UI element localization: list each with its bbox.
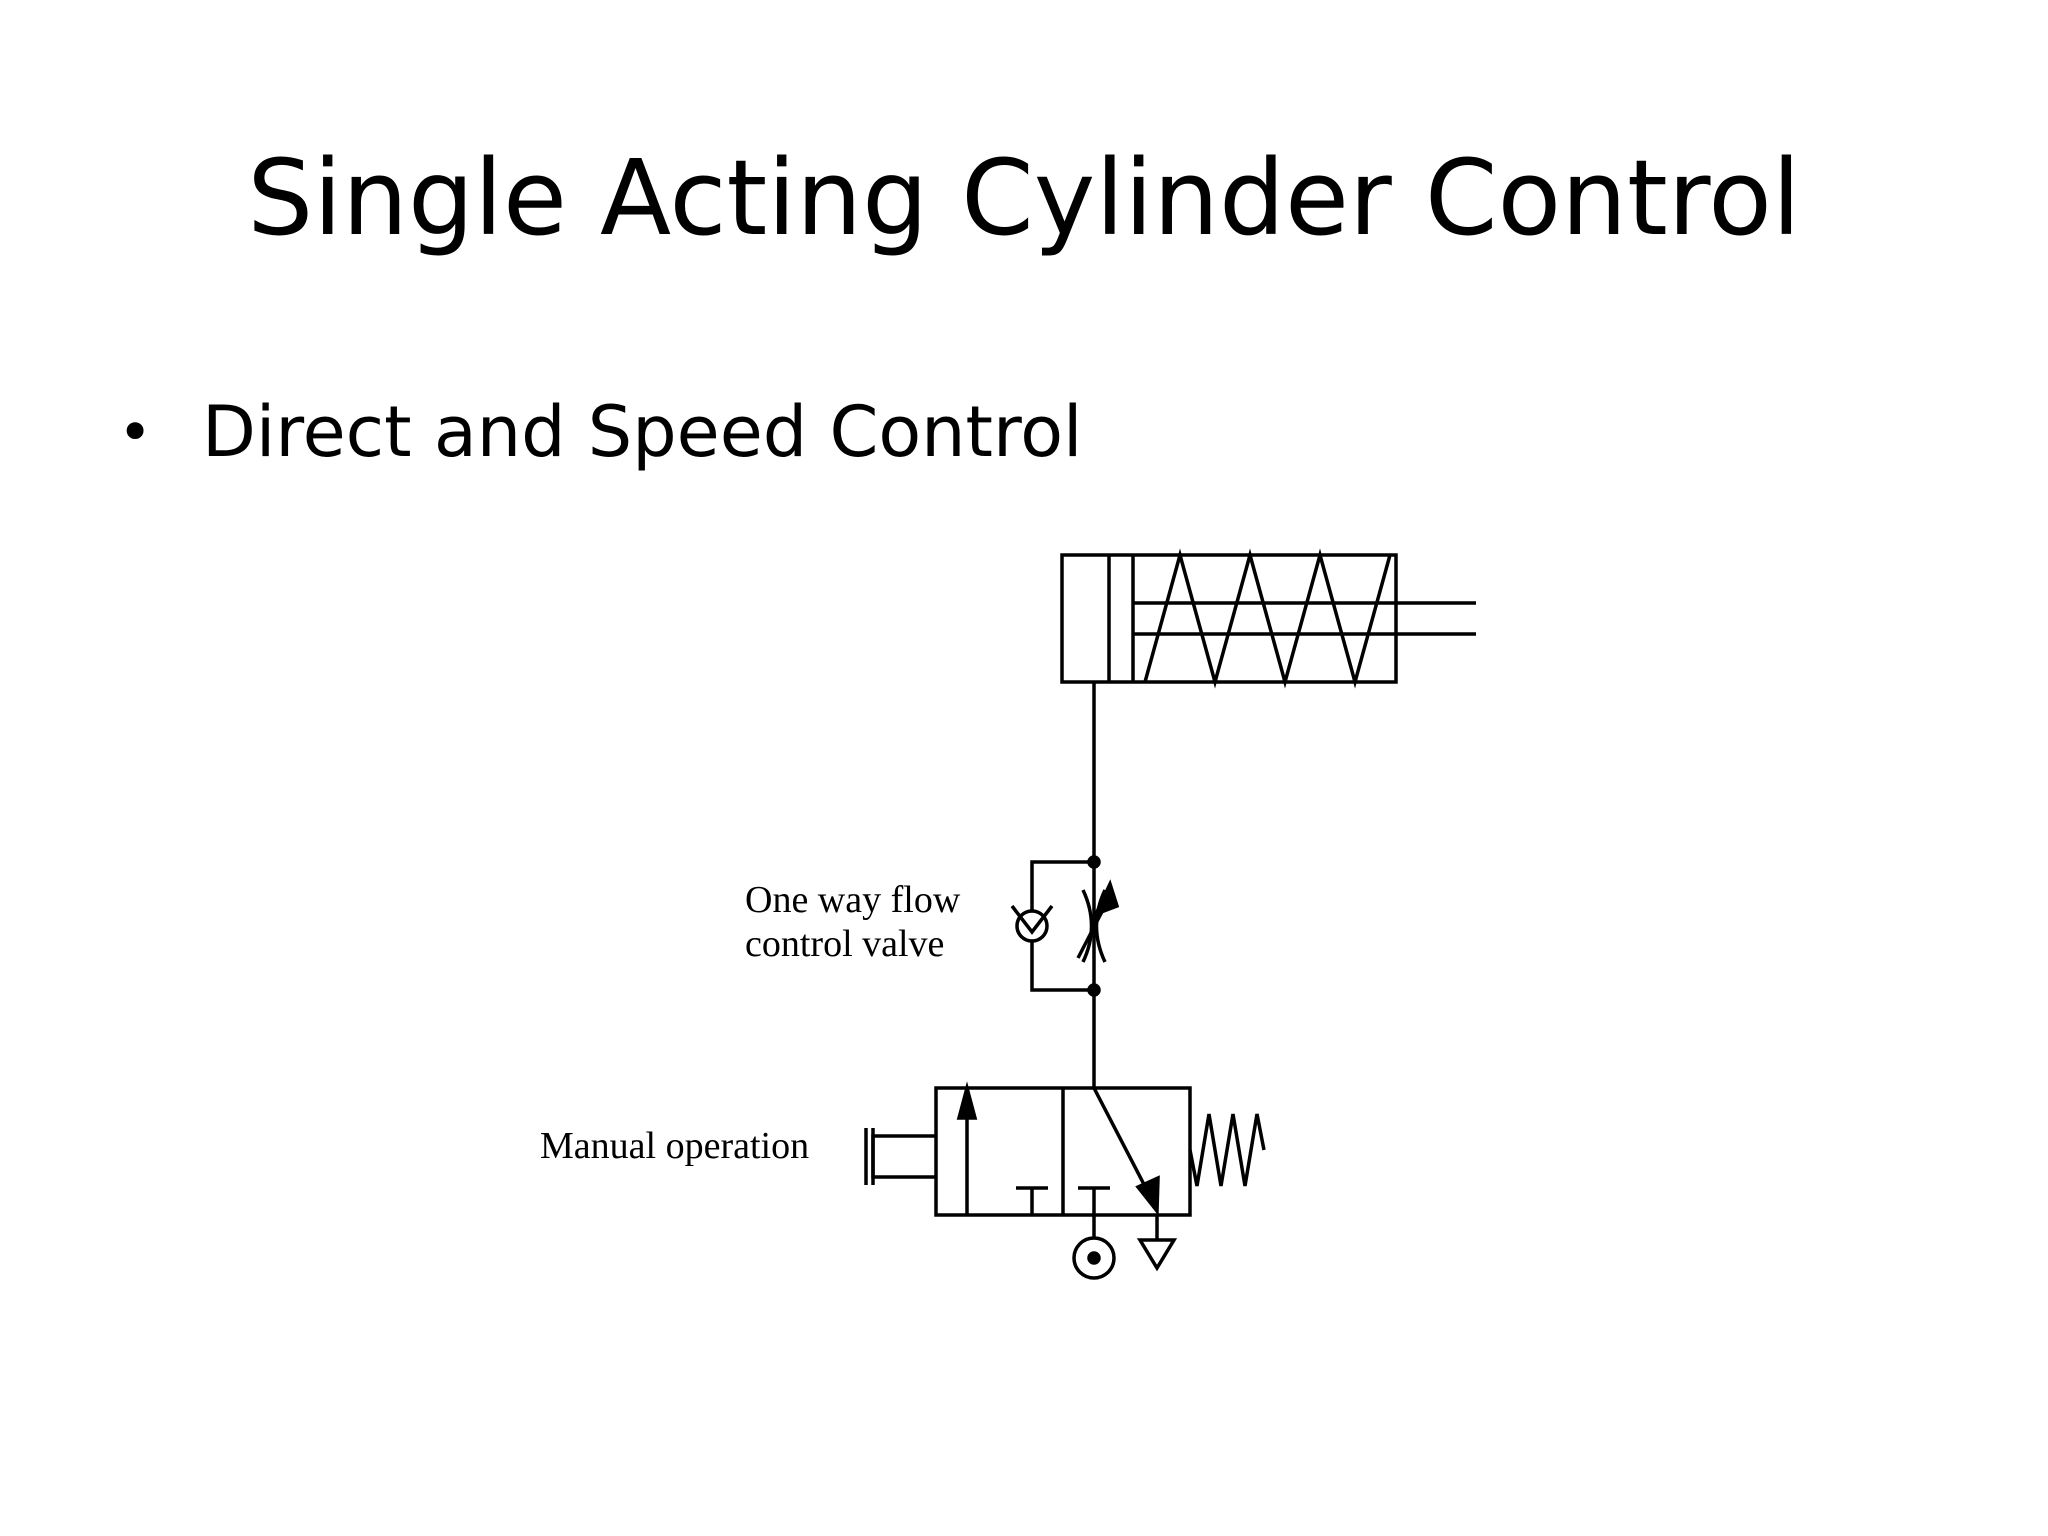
check-valve-seat [1010,904,1054,935]
junction-dot [1087,983,1101,997]
exhaust-arrowhead [1135,1175,1160,1216]
flow-valve-label-line1: One way flow [745,879,961,921]
exhaust-path-arrow [1092,1087,1152,1197]
valve-return-spring [1188,1113,1266,1187]
single-acting-cylinder [1060,548,1476,689]
cylinder-body [1060,553,1398,684]
bullet-text: Direct and Speed Control [202,391,1083,473]
exhaust-icon [1136,1215,1178,1272]
three-two-valve [864,1081,1266,1217]
manual-operation-label: Manual operation [540,1125,809,1167]
junction-dot [1087,855,1101,869]
push-button-actuator [871,1134,936,1179]
pressure-source-icon [1072,1215,1116,1280]
bullet-item: • Direct and Speed Control [118,382,1083,482]
return-spring [1143,548,1392,689]
slide-title: Single Acting Cylinder Control [247,137,1801,259]
check-valve-ball-icon [1015,909,1049,943]
adjustable-arrowhead [1092,879,1120,918]
one-way-flow-control-valve [1010,855,1120,997]
bullet-dot-icon: • [118,398,153,466]
bullet-list: • Direct and Speed Control [118,382,1083,482]
flow-valve-label-line2: control valve [745,923,944,965]
flow-arrowhead [956,1081,978,1120]
